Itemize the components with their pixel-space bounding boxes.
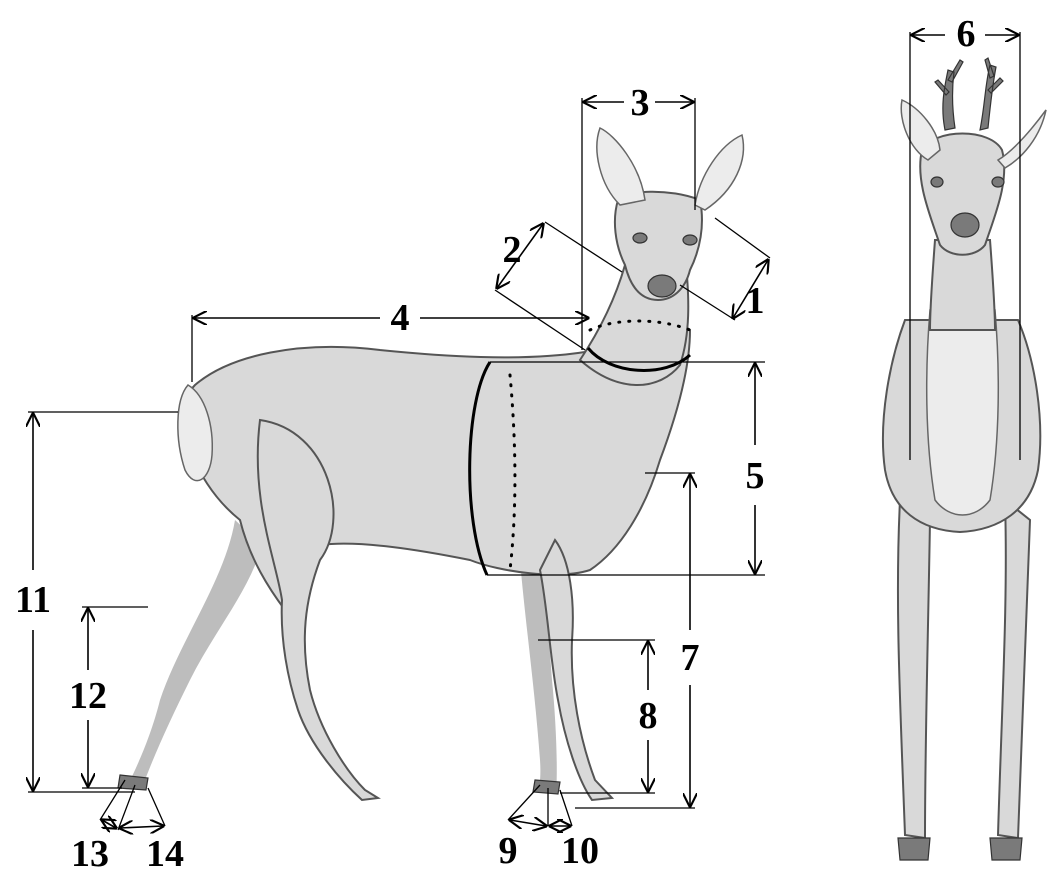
left-antler: [935, 60, 963, 130]
right-ear: [695, 135, 743, 210]
front-view-deer-illustration: [883, 58, 1046, 860]
label-9: 9: [499, 830, 518, 869]
label-8: 8: [639, 695, 658, 737]
front-muzzle: [951, 213, 979, 237]
label-3: 3: [631, 82, 650, 124]
label-13: 13: [71, 833, 109, 869]
label-7: 7: [681, 637, 700, 679]
label-12: 12: [69, 675, 107, 717]
label-2: 2: [503, 229, 522, 271]
hind-hoof: [118, 775, 148, 790]
front-left-ear: [901, 100, 940, 160]
front-right-ear: [998, 110, 1046, 168]
front-eye-right: [992, 177, 1004, 187]
front-chest: [927, 310, 999, 515]
fore-hoof: [533, 780, 560, 794]
front-left-hoof: [898, 838, 930, 860]
front-left-leg: [898, 500, 930, 838]
front-right-hoof: [990, 838, 1022, 860]
front-right-leg: [998, 500, 1030, 838]
deer-eye-left: [633, 233, 647, 243]
deer-muzzle: [648, 275, 676, 297]
deer-eye-right: [683, 235, 697, 245]
label-14: 14: [146, 833, 184, 869]
left-ear: [597, 128, 645, 205]
right-antler: [980, 58, 1003, 130]
label-5: 5: [746, 455, 765, 497]
front-eye-left: [931, 177, 943, 187]
label-10: 10: [561, 830, 599, 869]
label-4: 4: [391, 297, 410, 339]
far-hind-leg: [128, 520, 262, 788]
label-6: 6: [957, 13, 976, 55]
label-11: 11: [15, 579, 51, 621]
label-1: 1: [746, 280, 765, 322]
